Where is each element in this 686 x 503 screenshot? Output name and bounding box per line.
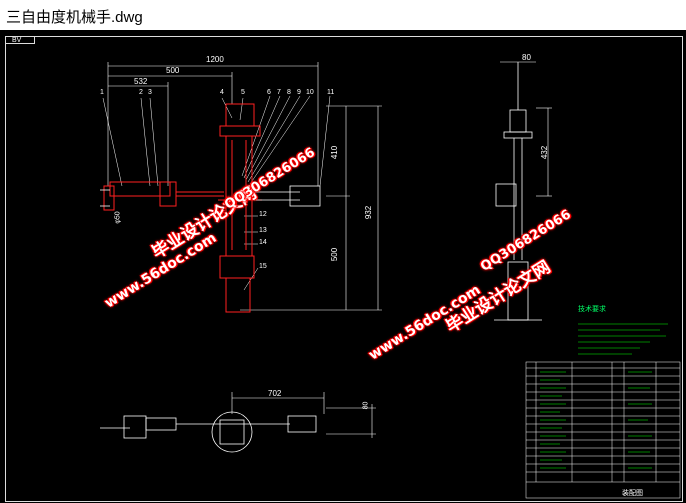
part-label: 2 [139, 89, 143, 96]
dimension-lines [107, 61, 552, 438]
part-label: 14 [259, 239, 267, 246]
view-tab[interactable]: BV [5, 36, 35, 44]
tech-heading: 技术要求 [578, 306, 606, 313]
bottom-view [100, 411, 317, 453]
part-label: 15 [259, 263, 267, 270]
drawing-frame [5, 36, 683, 502]
dim-top-inner: 532 [134, 77, 148, 86]
part-label: 8 [287, 89, 291, 96]
parts-table-text-marks [540, 371, 652, 469]
part-label: 7 [277, 89, 281, 96]
dim-top-left: 500 [166, 66, 180, 75]
dim-side-top: 80 [522, 53, 531, 62]
dim-right-total: 932 [364, 205, 374, 220]
part-label: 3 [148, 89, 152, 96]
part-label: 9 [297, 89, 301, 96]
arm-rod [100, 185, 321, 207]
dim-right-upper: 410 [330, 145, 340, 160]
side-view [494, 62, 542, 321]
part-label: 11 [327, 89, 335, 96]
part-label: 1 [100, 89, 104, 96]
dim-bottom-width: 702 [268, 389, 282, 398]
part-label: 10 [306, 89, 314, 96]
dim-side-height: 432 [540, 145, 550, 160]
dim-bottom-right: 80 [362, 401, 370, 410]
title-block-label: 装配图 [622, 490, 643, 497]
window-title: 三自由度机械手.dwg [6, 9, 143, 26]
part-label: 12 [259, 211, 267, 218]
part-label: 6 [267, 89, 271, 96]
window-titlebar: 三自由度机械手.dwg [0, 0, 686, 30]
leader-lines [102, 95, 331, 291]
part-label: 5 [241, 89, 245, 96]
part-label: 4 [220, 89, 224, 96]
arm-assembly [103, 103, 262, 313]
dim-top-total: 1200 [206, 55, 224, 64]
dim-right-lower: 500 [330, 247, 340, 262]
parts-table [525, 361, 681, 499]
tech-requirements: 技术要求 [578, 306, 670, 315]
part-label: 13 [259, 227, 267, 234]
dim-left-dia: φ50 [114, 211, 122, 224]
